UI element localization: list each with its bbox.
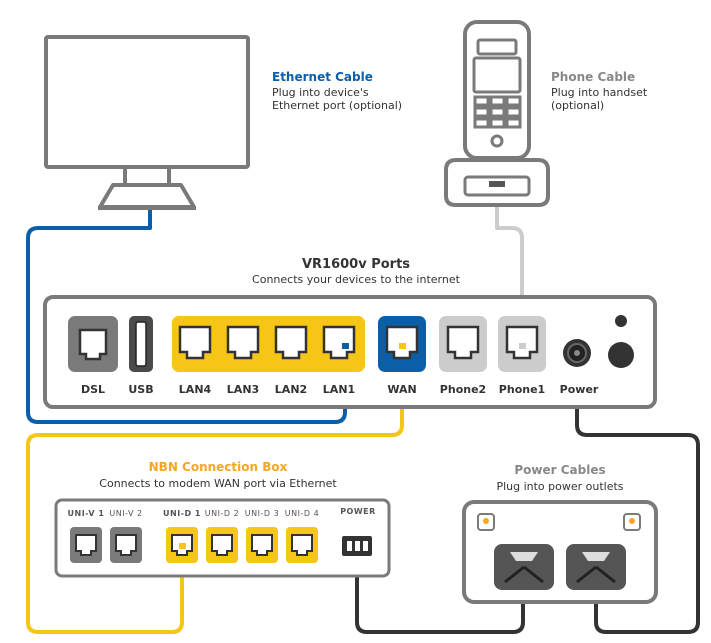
lan3-port — [226, 325, 260, 360]
nbn-port-label-uni-d2: UNI-D 2 — [205, 509, 239, 518]
ethernet-cable-line2: Ethernet port (optional) — [272, 99, 402, 112]
ethernet-cable-line1: Plug into device's — [272, 86, 369, 99]
phone-cable — [495, 205, 524, 345]
port-label-wan: WAN — [387, 383, 416, 396]
power-cables-subtitle: Plug into power outlets — [496, 480, 623, 493]
nbn-power-connector — [342, 536, 372, 556]
power-plug-left — [494, 544, 554, 590]
power-cables-title: Power Cables — [514, 463, 605, 477]
port-label-dsl: DSL — [81, 383, 105, 396]
port-label-usb: USB — [128, 383, 153, 396]
outlet-switch-left — [477, 513, 495, 531]
port-label-phone2: Phone2 — [440, 383, 486, 396]
nbn-port-label-uni-d3: UNI-D 3 — [245, 509, 279, 518]
nbn-port-label-uni-v2: UNI-V 2 — [109, 509, 142, 518]
uni-v1-port — [70, 527, 102, 563]
modem-power-cable — [575, 355, 700, 634]
nbn-connection-box: UNI-V 1 UNI-V 2 UNI-D 1 UNI-D 2 UNI-D 3 … — [54, 498, 391, 578]
lan2-port — [274, 325, 308, 360]
phone1-connector — [519, 343, 526, 349]
phone-handset-icon — [444, 20, 550, 207]
monitor-icon — [44, 35, 250, 210]
phone-cable-line1: Plug into handset — [551, 86, 648, 99]
modem-power-jack — [563, 339, 591, 367]
port-label-lan3: LAN3 — [227, 383, 259, 396]
lan-port-group — [172, 316, 365, 372]
power-plug-right — [566, 544, 626, 590]
lan4-port — [178, 325, 212, 360]
nbn-port-label-uni-d4: UNI-D 4 — [285, 509, 319, 518]
modem-title: VR1600v Ports — [302, 257, 410, 272]
port-label-power: Power — [560, 383, 599, 396]
nbn-power-cable — [355, 555, 525, 634]
phone-cable-title: Phone Cable — [551, 70, 635, 84]
modem-indicator-light — [615, 315, 627, 327]
port-label-lan1: LAN1 — [323, 383, 355, 396]
nbn-port-label-uni-v1: UNI-V 1 — [68, 509, 105, 518]
port-label-lan2: LAN2 — [275, 383, 307, 396]
lan1-port — [322, 325, 356, 360]
modem-subtitle: Connects your devices to the internet — [252, 273, 461, 286]
uni-d4-port — [286, 527, 318, 563]
uni-v2-port — [110, 527, 142, 563]
wan-cable — [26, 345, 404, 634]
nbn-port-label-uni-d1: UNI-D 1 — [163, 509, 201, 518]
nbn-power-label: POWER — [340, 507, 376, 516]
ethernet-cable — [26, 205, 347, 424]
uni-d3-port — [246, 527, 278, 563]
dsl-port — [68, 316, 118, 372]
uni-d1-connector — [179, 543, 186, 549]
nbn-box-title: NBN Connection Box — [149, 460, 288, 474]
outlet-switch-right — [623, 513, 641, 531]
uni-d2-port — [206, 527, 238, 563]
power-outlet-panel — [462, 500, 658, 604]
modem-device: DSL USB LAN4 LAN3 LAN2 LAN1 WAN Phone2 P… — [43, 295, 657, 409]
usb-port — [129, 316, 153, 372]
lan1-connector — [342, 343, 349, 349]
ethernet-cable-title: Ethernet Cable — [272, 70, 373, 84]
phone2-port — [439, 316, 487, 372]
wan-connector — [399, 343, 406, 349]
port-label-lan4: LAN4 — [179, 383, 212, 396]
phone-cable-line2: (optional) — [551, 99, 604, 112]
nbn-box-subtitle: Connects to modem WAN port via Ethernet — [99, 477, 337, 490]
modem-power-button — [608, 342, 634, 368]
port-label-phone1: Phone1 — [499, 383, 545, 396]
